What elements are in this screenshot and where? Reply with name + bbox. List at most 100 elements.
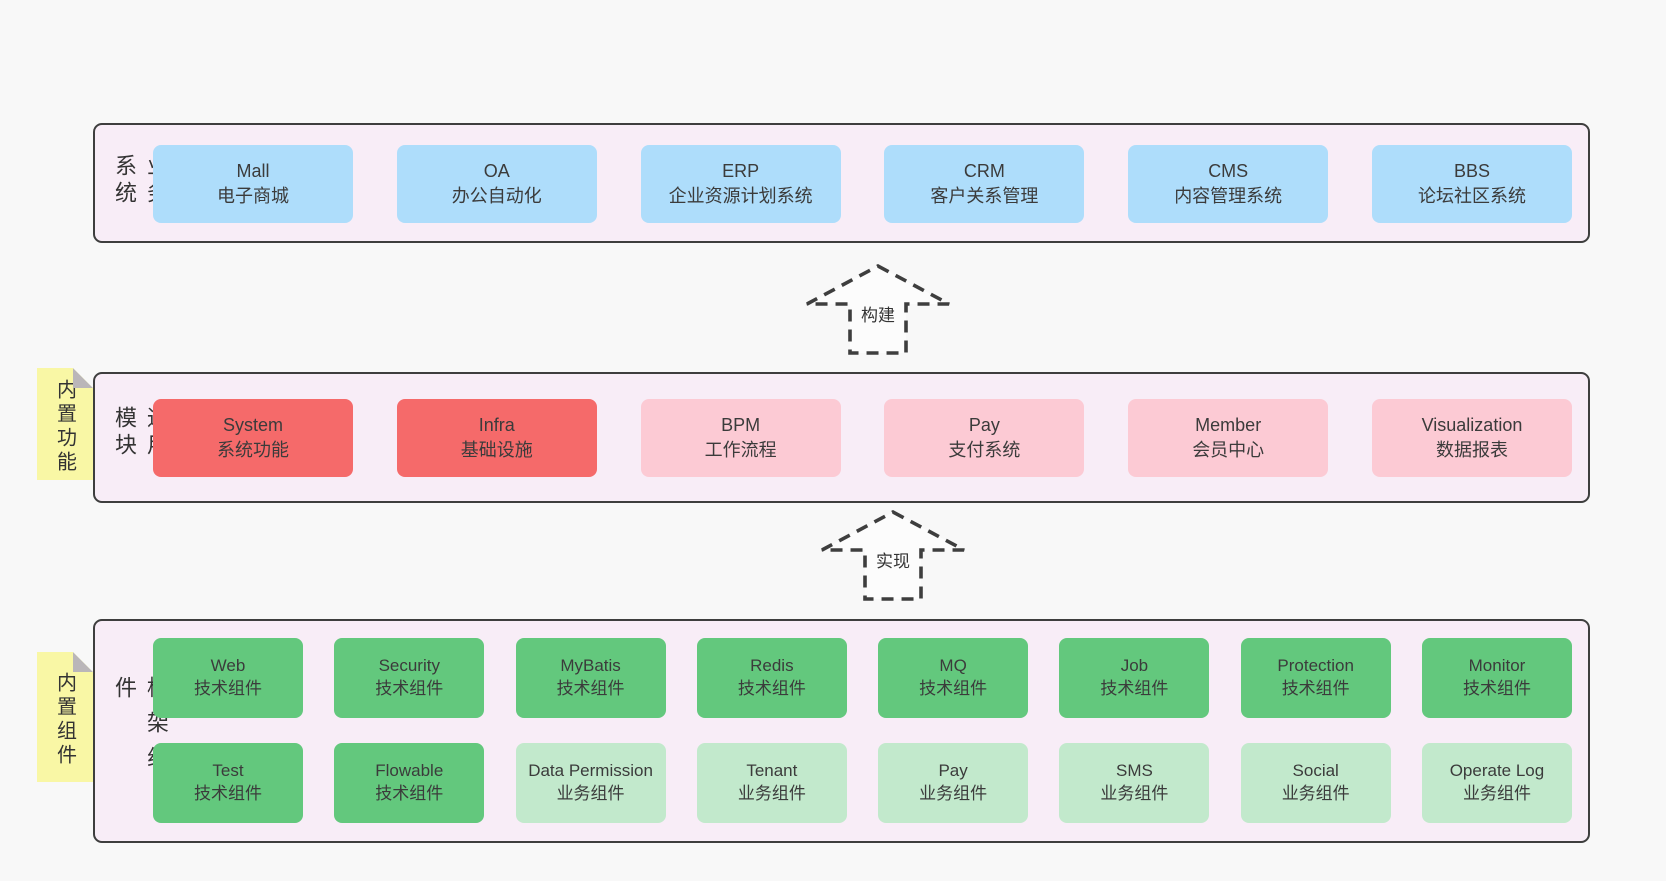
box-title: Visualization xyxy=(1421,414,1523,435)
box-title: BBS xyxy=(1453,160,1490,181)
box-bbs: BBS 论坛社区系统 xyxy=(1371,145,1572,223)
box-subtitle: 系统功能 xyxy=(217,440,289,460)
box-system: System 系统功能 xyxy=(153,399,353,477)
box-subtitle: 工作流程 xyxy=(704,440,777,460)
box-cms: CMS 内容管理系统 xyxy=(1128,145,1329,223)
component-box-row-2: Test 技术组件 Flowable 技术组件 Data Permission … xyxy=(153,743,1572,823)
box-subtitle: 业务组件 xyxy=(737,784,806,803)
box-subtitle: 技术组件 xyxy=(194,784,262,803)
box-subtitle: 业务组件 xyxy=(1462,784,1531,803)
note-text: 内置功能 xyxy=(53,379,76,475)
box-subtitle: 技术组件 xyxy=(194,679,262,698)
box-operate-log: Operate Log 业务组件 xyxy=(1421,743,1572,823)
box-title: Member xyxy=(1195,414,1262,435)
box-title: Data Permission xyxy=(528,761,653,781)
box-title: Pay xyxy=(968,414,1000,435)
box-visualization: Visualization 数据报表 xyxy=(1371,399,1572,477)
box-title: BPM xyxy=(721,414,761,435)
arrow-label: 实现 xyxy=(872,546,914,573)
box-title: OA xyxy=(483,160,510,181)
box-subtitle: 论坛社区系统 xyxy=(1417,186,1526,206)
box-title: Operate Log xyxy=(1449,761,1545,781)
box-crm: CRM 客户关系管理 xyxy=(884,145,1085,223)
box-title: CMS xyxy=(1208,160,1249,181)
box-subtitle: 办公自动化 xyxy=(451,186,542,206)
module-box-row: System 系统功能 Infra 基础设施 BPM 工作流程 Pay 支付系统… xyxy=(153,399,1572,477)
box-title: MyBatis xyxy=(560,656,621,676)
note-fold-corner-icon xyxy=(73,368,93,388)
box-subtitle: 数据报表 xyxy=(1435,440,1508,460)
arrow-label: 构建 xyxy=(857,300,899,327)
box-security: Security 技术组件 xyxy=(334,638,485,718)
arrow-build: 构建 xyxy=(803,262,953,357)
box-social: Social 业务组件 xyxy=(1240,743,1391,823)
box-subtitle: 技术组件 xyxy=(375,679,444,698)
box-title: Job xyxy=(1120,656,1149,676)
box-subtitle: 技术组件 xyxy=(556,679,625,698)
box-subtitle: 基础设施 xyxy=(460,440,533,460)
box-subtitle: 技术组件 xyxy=(1100,679,1169,698)
box-tenant: Tenant 业务组件 xyxy=(696,743,847,823)
box-data-permission: Data Permission 业务组件 xyxy=(515,743,666,823)
box-subtitle: 会员中心 xyxy=(1192,440,1265,460)
box-title: Monitor xyxy=(1468,656,1526,676)
box-title: Mall xyxy=(236,160,270,181)
box-bpm: BPM 工作流程 xyxy=(640,399,841,477)
sticky-note-built-in-features: 内置功能 xyxy=(37,368,93,480)
sticky-note-built-in-components: 内置组件 xyxy=(37,652,93,782)
layer-business-systems: 业务系统 Mall 电子商城 OA 办公自动化 ERP 企业资源计划系统 CRM… xyxy=(93,123,1590,243)
box-subtitle: 技术组件 xyxy=(919,679,988,698)
box-subtitle: 技术组件 xyxy=(1462,679,1531,698)
box-redis: Redis 技术组件 xyxy=(696,638,847,718)
box-title: Redis xyxy=(750,656,794,676)
box-subtitle: 电子商城 xyxy=(217,186,289,206)
box-oa: OA 办公自动化 xyxy=(396,145,597,223)
box-subtitle: 技术组件 xyxy=(737,679,806,698)
box-title: Test xyxy=(212,761,244,781)
box-title: ERP xyxy=(722,160,760,181)
box-title: Web xyxy=(210,656,246,676)
note-text: 内置组件 xyxy=(53,672,76,768)
box-job: Job 技术组件 xyxy=(1059,638,1210,718)
box-test: Test 技术组件 xyxy=(153,743,303,823)
box-member: Member 会员中心 xyxy=(1128,399,1329,477)
box-infra: Infra 基础设施 xyxy=(396,399,597,477)
box-flowable: Flowable 技术组件 xyxy=(334,743,485,823)
layer-common-modules: 通用模块 System 系统功能 Infra 基础设施 BPM 工作流程 Pay… xyxy=(93,372,1590,503)
business-box-row: Mall 电子商城 OA 办公自动化 ERP 企业资源计划系统 CRM 客户关系… xyxy=(153,145,1572,223)
box-subtitle: 支付系统 xyxy=(948,440,1021,460)
box-sms: SMS 业务组件 xyxy=(1059,743,1210,823)
box-title: MQ xyxy=(939,656,967,676)
box-title: Flowable xyxy=(375,761,444,781)
component-box-row-1: Web 技术组件 Security 技术组件 MyBatis 技术组件 Redi… xyxy=(153,638,1572,718)
box-pay: Pay 支付系统 xyxy=(884,399,1085,477)
box-title: Infra xyxy=(478,414,515,435)
box-monitor: Monitor 技术组件 xyxy=(1421,638,1572,718)
box-subtitle: 内容管理系统 xyxy=(1174,186,1283,206)
box-subtitle: 企业资源计划系统 xyxy=(668,186,813,206)
arrow-implement: 实现 xyxy=(818,508,968,603)
box-title: Social xyxy=(1292,761,1339,781)
box-title: Protection xyxy=(1277,656,1354,676)
layer-framework-components: 框架组件 Web 技术组件 Security 技术组件 MyBatis 技术组件… xyxy=(93,619,1590,843)
box-pay-component: Pay 业务组件 xyxy=(878,743,1029,823)
box-title: CRM xyxy=(963,160,1005,181)
box-protection: Protection 技术组件 xyxy=(1240,638,1391,718)
box-subtitle: 技术组件 xyxy=(375,784,444,803)
box-title: System xyxy=(222,414,283,435)
box-title: SMS xyxy=(1115,761,1153,781)
box-mq: MQ 技术组件 xyxy=(878,638,1029,718)
box-title: Pay xyxy=(938,761,968,781)
box-mall: Mall 电子商城 xyxy=(153,145,353,223)
box-title: Security xyxy=(378,656,440,676)
box-erp: ERP 企业资源计划系统 xyxy=(640,145,841,223)
box-title: Tenant xyxy=(746,761,798,781)
box-subtitle: 业务组件 xyxy=(919,784,988,803)
note-fold-corner-icon xyxy=(73,652,93,672)
box-subtitle: 业务组件 xyxy=(1281,784,1350,803)
box-subtitle: 业务组件 xyxy=(1100,784,1169,803)
box-subtitle: 业务组件 xyxy=(556,784,625,803)
box-subtitle: 技术组件 xyxy=(1281,679,1350,698)
box-web: Web 技术组件 xyxy=(153,638,303,718)
box-mybatis: MyBatis 技术组件 xyxy=(515,638,666,718)
